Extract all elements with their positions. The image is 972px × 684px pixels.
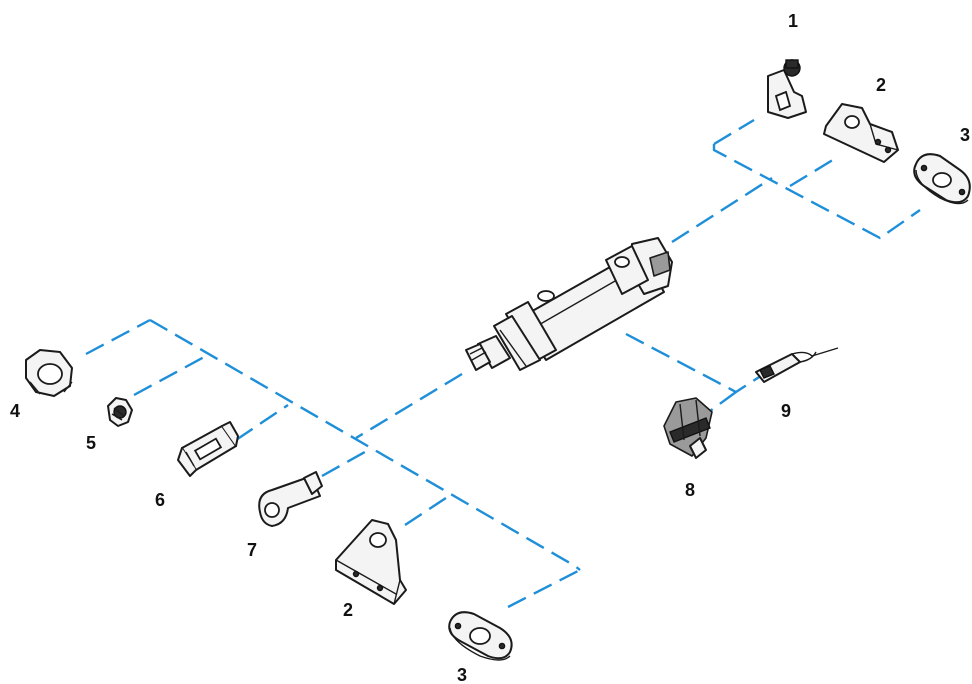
flange-plate-icon [448, 611, 513, 661]
hex-nut-icon [25, 349, 73, 397]
callout-part-1: 1 [788, 11, 798, 31]
callout-part-7: 7 [247, 540, 257, 560]
callout-part-9: 9 [781, 401, 791, 421]
leader-cylinder-to-sensor [625, 332, 771, 394]
small-nut-icon [107, 397, 133, 427]
flange-plate-icon [913, 153, 971, 205]
leader-to-part5 [133, 354, 207, 397]
leader-to-part2-front [404, 492, 453, 527]
callout-part-3-rear: 3 [960, 125, 970, 145]
callout-part-5: 5 [86, 433, 96, 453]
callout-part-3-front: 3 [457, 665, 467, 684]
callouts: 1 2 3 4 5 6 7 2 3 8 9 [10, 11, 970, 684]
leader-rear-to-part1 [713, 118, 755, 146]
leader-cylinder-to-front-trunk [355, 372, 463, 440]
reed-sensor-icon [755, 347, 839, 383]
leader-front-trunk-top [85, 318, 151, 356]
foot-bracket-icon [823, 103, 899, 163]
callout-part-6: 6 [155, 490, 165, 510]
leader-front-trunk [149, 318, 581, 571]
clevis-bracket-icon [767, 59, 807, 119]
leader-cylinder-to-rear-trunk [671, 176, 773, 244]
rod-eye-icon [258, 471, 323, 527]
callout-part-2-rear: 2 [876, 75, 886, 95]
leader-rear-trunk [712, 144, 921, 240]
callout-part-8: 8 [685, 480, 695, 500]
leader-to-part7 [321, 446, 373, 478]
rod-clevis-icon [177, 421, 239, 477]
callout-part-4: 4 [10, 401, 20, 421]
foot-bracket-icon [335, 519, 407, 605]
callout-part-2-front: 2 [343, 600, 353, 620]
leader-to-part3-front [507, 568, 581, 609]
leader-to-part6 [235, 404, 289, 441]
cylinder-icon [465, 237, 673, 371]
leader-lines [85, 118, 921, 609]
leader-rear-to-part2 [789, 156, 837, 188]
sensor-clamp-icon [663, 397, 713, 459]
